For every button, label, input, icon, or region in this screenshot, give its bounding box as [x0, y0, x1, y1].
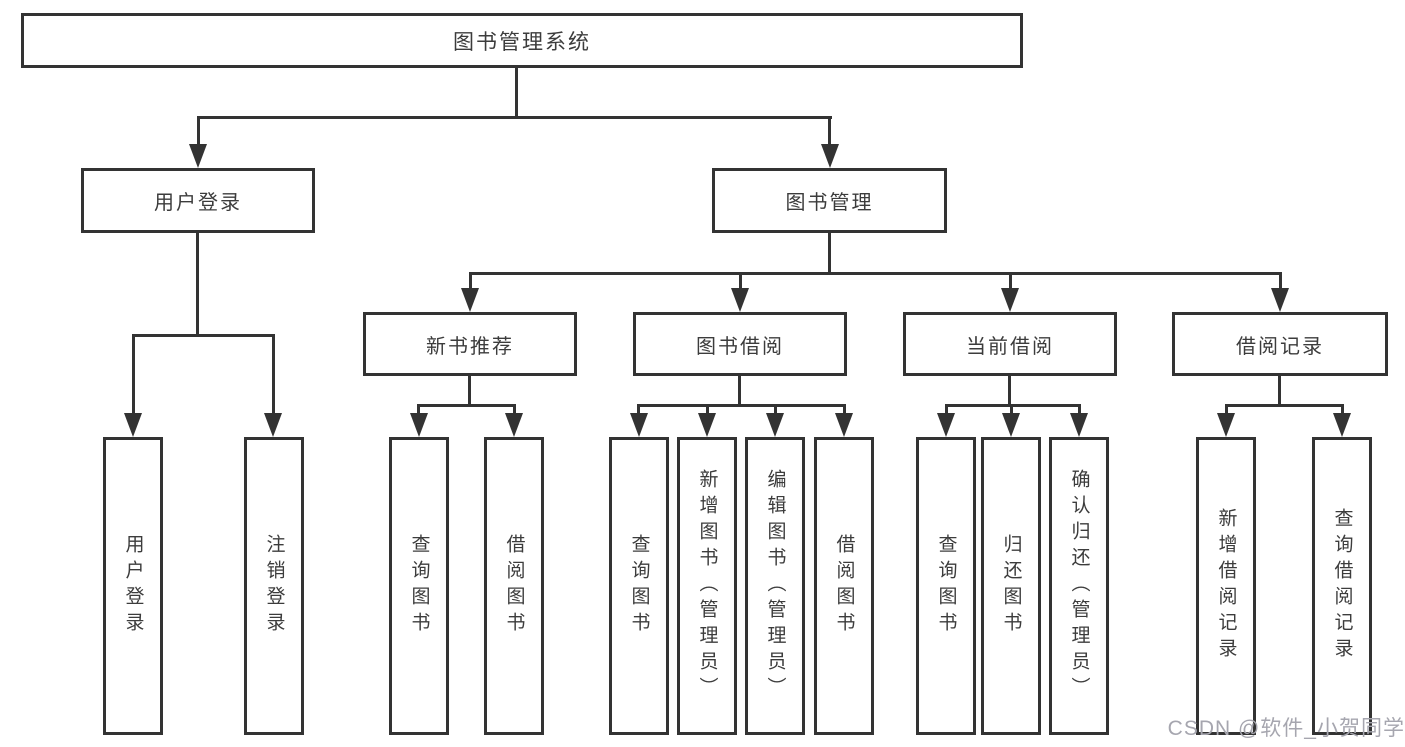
leaf-return-books: 归还图书: [981, 437, 1041, 735]
edge-userlogin-drop-2: [272, 334, 275, 416]
node-current-borrow: 当前借阅: [903, 312, 1117, 376]
edge-current-hline: [945, 404, 1081, 407]
edge-recommend-hline: [417, 404, 516, 407]
node-new-book-recommend: 新书推荐: [363, 312, 577, 376]
arrow-down-icon: [731, 288, 749, 312]
edge-current-drop-2: [1010, 404, 1013, 417]
node-library-system: 图书管理系统: [21, 13, 1023, 68]
arrow-down-icon: [835, 413, 853, 437]
arrow-down-icon: [766, 413, 784, 437]
edge-bookmgmt-hline: [469, 272, 1282, 275]
leaf-query-books-recommend-label: 查询图书: [408, 534, 430, 638]
edge-records-drop-1: [1225, 404, 1228, 417]
edge-recommend-drop-1: [417, 404, 420, 417]
leaf-borrow-books-recommend-label: 借阅图书: [503, 534, 525, 638]
edge-root-hline: [197, 116, 832, 119]
leaf-borrow-books-recommend: 借阅图书: [484, 437, 544, 735]
leaf-add-borrow-record: 新增借阅记录: [1196, 437, 1256, 735]
edge-bookmgmt-stem: [828, 233, 831, 274]
edge-records-stem: [1278, 376, 1281, 407]
leaf-logout-label: 注销登录: [263, 534, 285, 638]
node-borrow-records: 借阅记录: [1172, 312, 1388, 376]
edge-userlogin-hline: [132, 334, 275, 337]
node-book-management: 图书管理: [712, 168, 947, 233]
arrow-down-icon: [410, 413, 428, 437]
arrow-down-icon: [630, 413, 648, 437]
edge-bookmgmt-drop-1: [469, 272, 472, 292]
leaf-user-login-label: 用户登录: [122, 534, 144, 638]
leaf-query-books-current: 查询图书: [916, 437, 976, 735]
arrow-down-icon: [461, 288, 479, 312]
edge-recommend-stem: [468, 376, 471, 407]
node-user-login-label: 用户登录: [154, 192, 242, 214]
node-book-management-label: 图书管理: [785, 192, 874, 214]
node-current-borrow-label: 当前借阅: [966, 335, 1054, 358]
edge-current-drop-1: [945, 404, 948, 417]
edge-records-hline: [1225, 404, 1344, 407]
leaf-borrow-books: 借阅图书: [814, 437, 874, 735]
arrow-down-icon: [1001, 288, 1019, 312]
arrow-down-icon: [124, 413, 142, 437]
leaf-edit-books-admin: 编辑图书（管理员）: [745, 437, 805, 735]
arrow-down-icon: [937, 413, 955, 437]
arrow-down-icon: [1217, 413, 1235, 437]
leaf-add-books-admin-label: 新增图书（管理员）: [696, 469, 718, 703]
edge-bookmgmt-drop-2: [739, 272, 742, 292]
edge-recommend-drop-2: [513, 404, 516, 417]
leaf-query-borrow-record: 查询借阅记录: [1312, 437, 1372, 735]
arrow-down-icon: [821, 144, 839, 168]
arrow-down-icon: [1333, 413, 1351, 437]
edge-userlogin-stem: [196, 233, 199, 336]
arrow-down-icon: [264, 413, 282, 437]
edge-root-drop-left: [197, 116, 200, 148]
edge-records-drop-2: [1341, 404, 1344, 417]
edge-bookmgmt-drop-3: [1009, 272, 1012, 292]
leaf-confirm-return-admin-label: 确认归还（管理员）: [1068, 469, 1090, 703]
edge-current-drop-3: [1078, 404, 1081, 417]
leaf-query-books-current-label: 查询图书: [935, 534, 957, 638]
arrow-down-icon: [189, 144, 207, 168]
edge-borrow-drop-2: [706, 404, 709, 417]
leaf-add-books-admin: 新增图书（管理员）: [677, 437, 737, 735]
leaf-add-borrow-record-label: 新增借阅记录: [1215, 508, 1237, 664]
leaf-user-login: 用户登录: [103, 437, 163, 735]
arrow-down-icon: [1070, 413, 1088, 437]
node-book-borrow-label: 图书借阅: [696, 335, 784, 358]
leaf-confirm-return-admin: 确认归还（管理员）: [1049, 437, 1109, 735]
arrow-down-icon: [1271, 288, 1289, 312]
csdn-watermark: CSDN @软件_小贺同学: [1167, 717, 1405, 740]
node-borrow-records-label: 借阅记录: [1236, 335, 1324, 358]
leaf-query-borrow-record-label: 查询借阅记录: [1331, 508, 1353, 664]
node-new-book-recommend-label: 新书推荐: [426, 335, 514, 358]
edge-bookmgmt-drop-4: [1279, 272, 1282, 292]
leaf-query-books-borrow-label: 查询图书: [628, 534, 650, 638]
edge-borrow-drop-1: [637, 404, 640, 417]
edge-borrow-drop-4: [843, 404, 846, 417]
leaf-query-books-borrow: 查询图书: [609, 437, 669, 735]
edge-root-stem: [515, 68, 518, 118]
edge-borrow-stem: [738, 376, 741, 407]
edge-current-stem: [1008, 376, 1011, 407]
edge-userlogin-drop-1: [132, 334, 135, 416]
arrow-down-icon: [698, 413, 716, 437]
leaf-borrow-books-label: 借阅图书: [833, 534, 855, 638]
edge-borrow-drop-3: [774, 404, 777, 417]
arrow-down-icon: [505, 413, 523, 437]
node-book-borrow: 图书借阅: [633, 312, 847, 376]
leaf-edit-books-admin-label: 编辑图书（管理员）: [764, 469, 786, 703]
arrow-down-icon: [1002, 413, 1020, 437]
leaf-query-books-recommend: 查询图书: [389, 437, 449, 735]
leaf-logout: 注销登录: [244, 437, 304, 735]
node-library-system-label: 图书管理系统: [453, 30, 591, 54]
edge-borrow-hline: [637, 404, 846, 407]
leaf-return-books-label: 归还图书: [1000, 534, 1022, 638]
node-user-login: 用户登录: [81, 168, 315, 233]
edge-root-drop-right: [828, 116, 831, 148]
